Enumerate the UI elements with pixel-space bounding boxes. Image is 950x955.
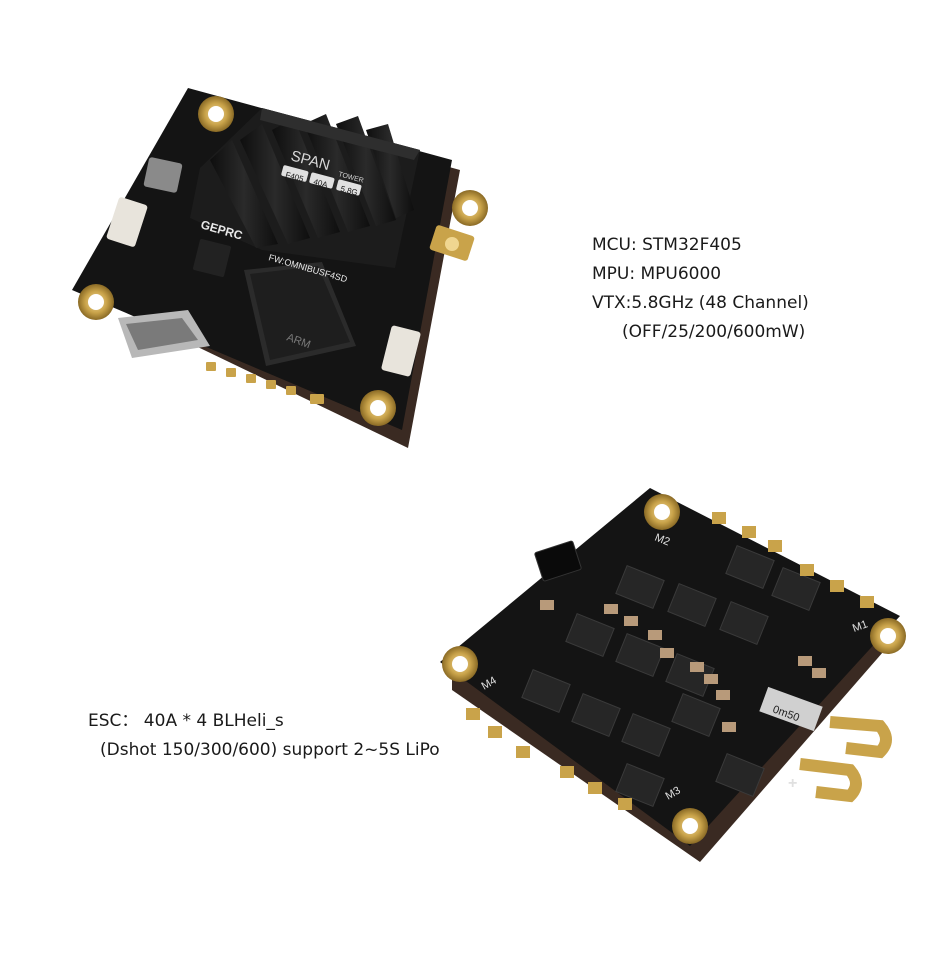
fc-connector-right — [381, 325, 421, 377]
esc-mounting-hole — [870, 618, 906, 654]
fc-mcu-chip: ARM — [244, 262, 356, 366]
fc-antenna-connector — [429, 225, 475, 261]
fc-amp-tag: 40A — [312, 177, 329, 190]
fc-tag-row: F405 40A 5.8G — [281, 165, 362, 197]
esc-mounting-hole — [442, 646, 478, 682]
fc-vtx-spec: VTX:5.8GHz (48 Channel) — [592, 293, 809, 313]
esc-m1-label: M1 — [851, 618, 869, 635]
flight-controller-board: SPAN TOWER F405 40A 5.8G — [72, 88, 488, 448]
fc-usb-port — [118, 310, 210, 358]
fc-heatsink — [190, 108, 420, 268]
esc-mounting-hole — [644, 494, 680, 530]
esc-spec-line-2: (Dshot 150/300/600) support 2~5S LiPo — [100, 740, 440, 760]
esc-power-tabs — [799, 716, 892, 803]
esc-plus-label: + — [788, 775, 797, 792]
fc-mounting-hole — [360, 390, 396, 426]
fc-connector-left — [106, 197, 148, 247]
esc-m2-label: M2 — [653, 532, 672, 549]
esc-spec-block: ESC： 40A * 4 BLHeli_s (Dshot 150/300/600… — [88, 707, 440, 765]
fc-mcu-spec: MCU: STM32F405 — [592, 235, 742, 255]
esc-mounting-hole — [672, 808, 708, 844]
fc-vtx-power-spec: (OFF/25/200/600mW) — [622, 322, 806, 342]
fc-solder-pads — [206, 362, 324, 404]
fc-mounting-hole — [78, 284, 114, 320]
fc-vtx-tag: 5.8G — [339, 184, 358, 197]
fc-mounting-hole — [452, 190, 488, 226]
fc-inductor — [143, 157, 183, 193]
esc-motor-pads — [466, 512, 874, 810]
esc-pin-header — [534, 540, 582, 582]
esc-capacitors — [540, 600, 826, 732]
esc-board: 0m50 M2 M1 — [440, 488, 906, 862]
esc-spec-line-1: ESC： 40A * 4 BLHeli_s — [88, 711, 284, 731]
fc-gyro-chip — [193, 239, 231, 277]
esc-mosfet-array — [521, 544, 821, 808]
fc-spec-block: MCU: STM32F405 MPU: MPU6000 VTX:5.8GHz (… — [592, 231, 809, 347]
fc-mpu-spec: MPU: MPU6000 — [592, 264, 722, 284]
fc-mounting-hole — [198, 96, 234, 132]
